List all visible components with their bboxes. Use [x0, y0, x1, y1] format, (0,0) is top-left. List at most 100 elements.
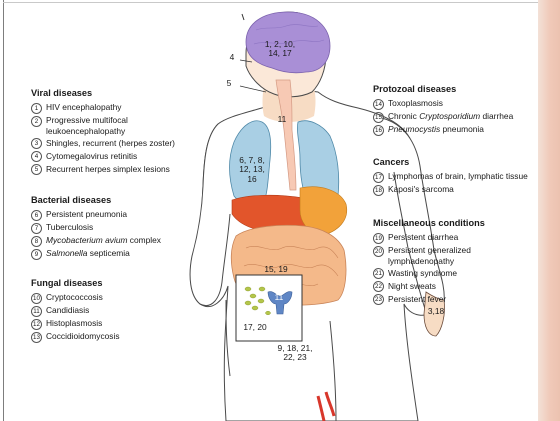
callout-intestine: 15, 19 [256, 265, 296, 274]
list-item: 12 Histoplasmosis [31, 318, 206, 330]
callout-lungs: 6, 7, 8, 12, 13, 16 [234, 156, 270, 184]
item-text-pre: Recurrent herpes simplex lesions [46, 164, 170, 174]
item-text-pre: Shingles, recurrent (herpes zoster) [46, 138, 175, 148]
item-text-em: Pneumocystis [388, 124, 440, 134]
item-text-pre: HIV encephalopathy [46, 102, 121, 112]
item-label: Persistent pneumonia [46, 209, 127, 220]
list-item: 20 Persistent generalized lymphadenopathy [373, 245, 513, 266]
item-text-post: septicemia [87, 248, 129, 258]
callout-node: 17, 20 [238, 323, 272, 332]
item-text-pre: Chronic [388, 111, 419, 121]
item-label: Persistent diarrhea [388, 232, 458, 243]
list-item: 4 Cytomegalovirus retinitis [31, 151, 206, 163]
item-text-pre: Persistent pneumonia [46, 209, 127, 219]
item-label: Histoplasmosis [46, 318, 102, 329]
item-number-badge: 19 [373, 233, 384, 244]
brain-label-pointer [242, 14, 244, 20]
item-text-pre: Coccidioidomycosis [46, 331, 120, 341]
callout-arm: 3,18 [425, 307, 447, 316]
item-label: Night sweats [388, 281, 436, 292]
item-number-badge: 22 [373, 281, 384, 292]
item-text-em: Mycobacterium avium [46, 235, 127, 245]
item-label: HIV encephalopathy [46, 102, 121, 113]
item-text-em: Salmonella [46, 248, 87, 258]
item-number-badge: 11 [31, 306, 42, 317]
callout-leg: 9, 18, 21, 22, 23 [272, 344, 318, 363]
item-label: Kaposi's sarcoma [388, 184, 454, 195]
item-label: Cytomegalovirus retinitis [46, 151, 137, 162]
item-number-badge: 23 [373, 294, 384, 305]
list-item: 22 Night sweats [373, 281, 513, 293]
item-text-pre: Toxoplasmosis [388, 98, 443, 108]
item-label: Persistent fever [388, 294, 446, 305]
item-text-pre: Cryptococcosis [46, 292, 103, 302]
item-text-pre: Persistent generalized lymphadenopathy [388, 245, 471, 266]
item-text-pre: Lymphomas of brain, lymphatic tissue [388, 171, 528, 181]
item-text-pre: Tuberculosis [46, 222, 93, 232]
item-text-pre: Histoplasmosis [46, 318, 102, 328]
list-item: 23 Persistent fever [373, 294, 513, 306]
list-item: 16 Pneumocystis pneumonia [373, 124, 533, 136]
item-number-badge: 18 [373, 185, 384, 196]
item-label: Coccidioidomycosis [46, 331, 120, 342]
list-item: 18 Kaposi's sarcoma [373, 184, 533, 196]
item-text-pre: Candidiasis [46, 305, 89, 315]
group-title-protozoal: Protozoal diseases [373, 84, 533, 94]
group-title-misc: Miscellaneous conditions [373, 218, 513, 228]
item-number-badge: 14 [373, 99, 384, 110]
list-item: 11 Candidiasis [31, 305, 206, 317]
item-text-pre: Wasting syndrome [388, 268, 457, 278]
item-number-badge: 3 [31, 138, 42, 149]
item-label: Candidiasis [46, 305, 89, 316]
group-title-viral: Viral diseases [31, 88, 206, 98]
item-number-badge: 1 [31, 103, 42, 114]
list-item: 1 HIV encephalopathy [31, 102, 206, 114]
item-number-badge: 4 [31, 151, 42, 162]
item-text-pre: Persistent fever [388, 294, 446, 304]
item-label: Chronic Cryptosporidium diarrhea [388, 111, 513, 122]
item-number-badge: 12 [31, 319, 42, 330]
list-item: 13 Coccidioidomycosis [31, 331, 206, 343]
item-label: Shingles, recurrent (herpes zoster) [46, 138, 175, 149]
group-title-cancers: Cancers [373, 157, 533, 167]
item-number-badge: 5 [31, 164, 42, 175]
list-item: 14 Toxoplasmosis [373, 98, 533, 110]
item-number-badge: 20 [373, 246, 384, 257]
item-label: Toxoplasmosis [388, 98, 443, 109]
item-label: Tuberculosis [46, 222, 93, 233]
item-label: Progressive multifocal leukoencephalopat… [46, 115, 206, 136]
list-item: 3 Shingles, recurrent (herpes zoster) [31, 138, 206, 150]
list-item: 10 Cryptococcosis [31, 292, 206, 304]
item-number-badge: 10 [31, 293, 42, 304]
item-text-pre: Kaposi's sarcoma [388, 184, 454, 194]
item-label: Lymphomas of brain, lymphatic tissue [388, 171, 528, 182]
item-number-badge: 9 [31, 249, 42, 260]
item-number-badge: 13 [31, 332, 42, 343]
callout-brain: 1, 2, 10, 14, 17 [257, 40, 303, 59]
group-title-fungal: Fungal diseases [31, 278, 206, 288]
group-fungal: Fungal diseases 10 Cryptococcosis 11 Candid… [31, 278, 206, 344]
item-number-badge: 8 [31, 236, 42, 247]
item-number-badge: 16 [373, 125, 384, 136]
item-text-post: complex [127, 235, 161, 245]
callout-mouth: 5 [224, 79, 234, 88]
item-label: Wasting syndrome [388, 268, 457, 279]
item-text-post: pneumonia [440, 124, 484, 134]
list-item: 19 Persistent diarrhea [373, 232, 513, 244]
item-label: Mycobacterium avium complex [46, 235, 161, 246]
item-text-pre: Night sweats [388, 281, 436, 291]
item-label: Persistent generalized lymphadenopathy [388, 245, 513, 266]
list-item: 8 Mycobacterium avium complex [31, 235, 206, 247]
